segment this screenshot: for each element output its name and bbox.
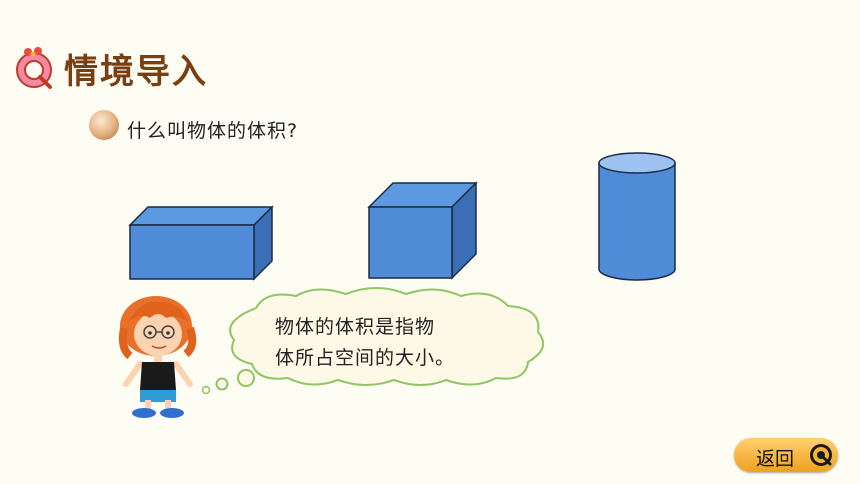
- q-circle-icon: [810, 444, 832, 466]
- back-button[interactable]: 返回: [734, 438, 838, 472]
- bubble-text-line1: 物体的体积是指物: [275, 316, 436, 338]
- cuboid-shape: [128, 205, 274, 281]
- cylinder-shape: [598, 152, 676, 281]
- speech-bubble: [201, 287, 545, 394]
- cube-shape: [367, 181, 478, 280]
- page-title: 情境导入: [64, 52, 208, 92]
- q-logo-icon: [16, 47, 52, 89]
- girl-cartoon-icon: [118, 296, 197, 418]
- bullet-ball-icon: [89, 110, 119, 140]
- question-text: 什么叫物体的体积?: [127, 120, 299, 142]
- back-button-label: 返回: [756, 448, 795, 470]
- bubble-text-line2: 体所占空间的大小。: [275, 347, 456, 369]
